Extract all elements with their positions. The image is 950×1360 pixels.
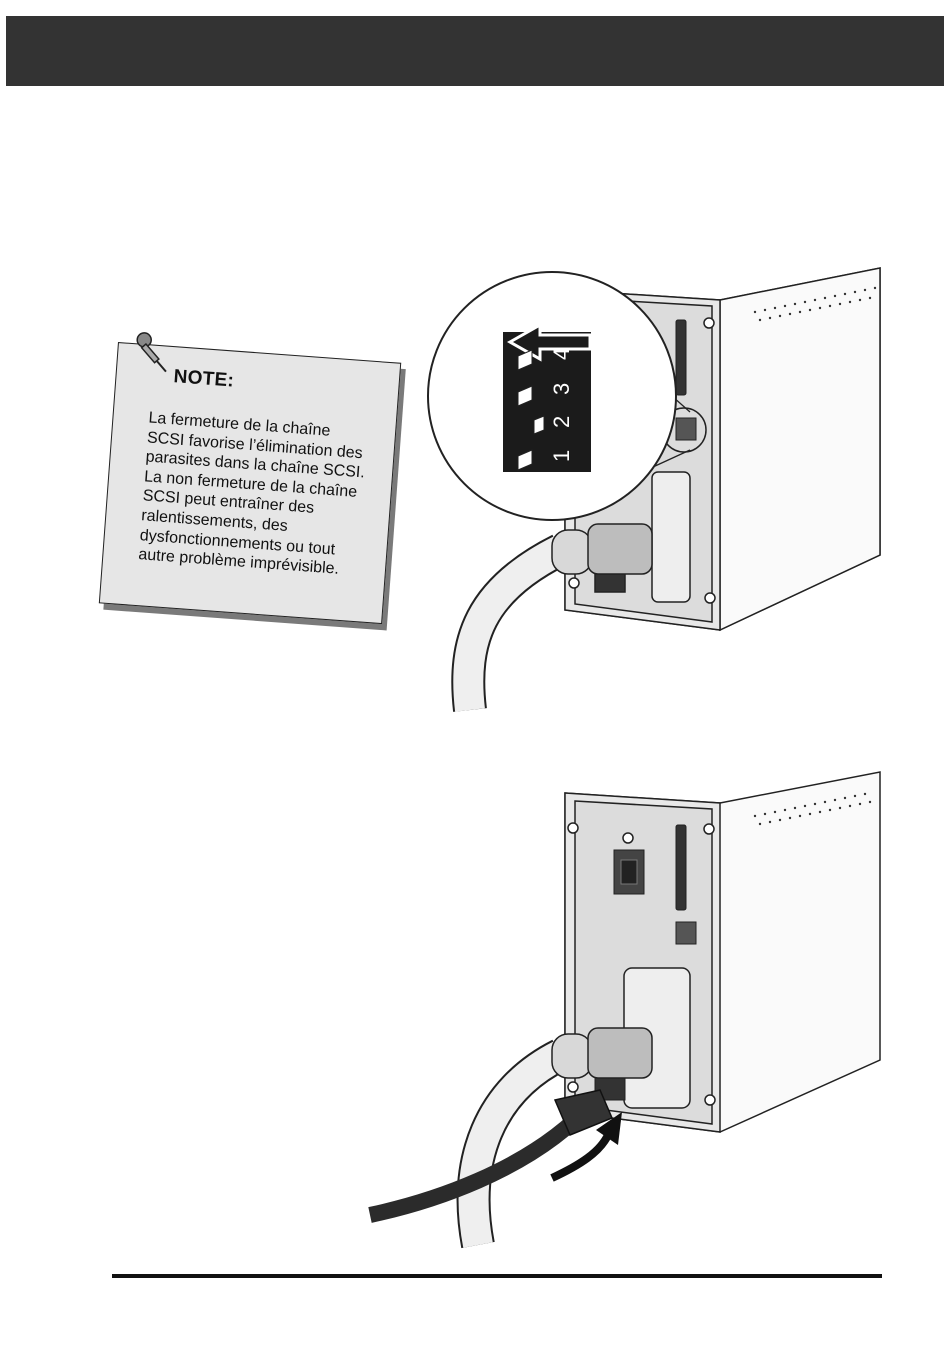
note-body: La fermeture de la chaîne SCSI favorise … <box>138 408 394 582</box>
bottom-rule <box>112 1274 882 1278</box>
scsi-port <box>676 825 686 910</box>
dip-label-2: 2 <box>549 416 574 428</box>
small-dip-switch <box>676 418 696 440</box>
note-card: NOTE: La fermeture de la chaîne SCSI fav… <box>99 342 399 622</box>
dip-switch-magnified <box>503 332 591 472</box>
scsi-port <box>676 320 686 395</box>
header-bar <box>6 16 944 86</box>
note-title: NOTE: <box>173 366 235 392</box>
scanner-power-illustration <box>0 760 950 1260</box>
small-dip-switch <box>676 922 696 944</box>
dip-label-1: 1 <box>549 450 574 462</box>
dip-label-4: 4 <box>549 348 574 360</box>
dip-label-3: 3 <box>549 383 574 395</box>
power-switch-rocker <box>621 860 637 884</box>
